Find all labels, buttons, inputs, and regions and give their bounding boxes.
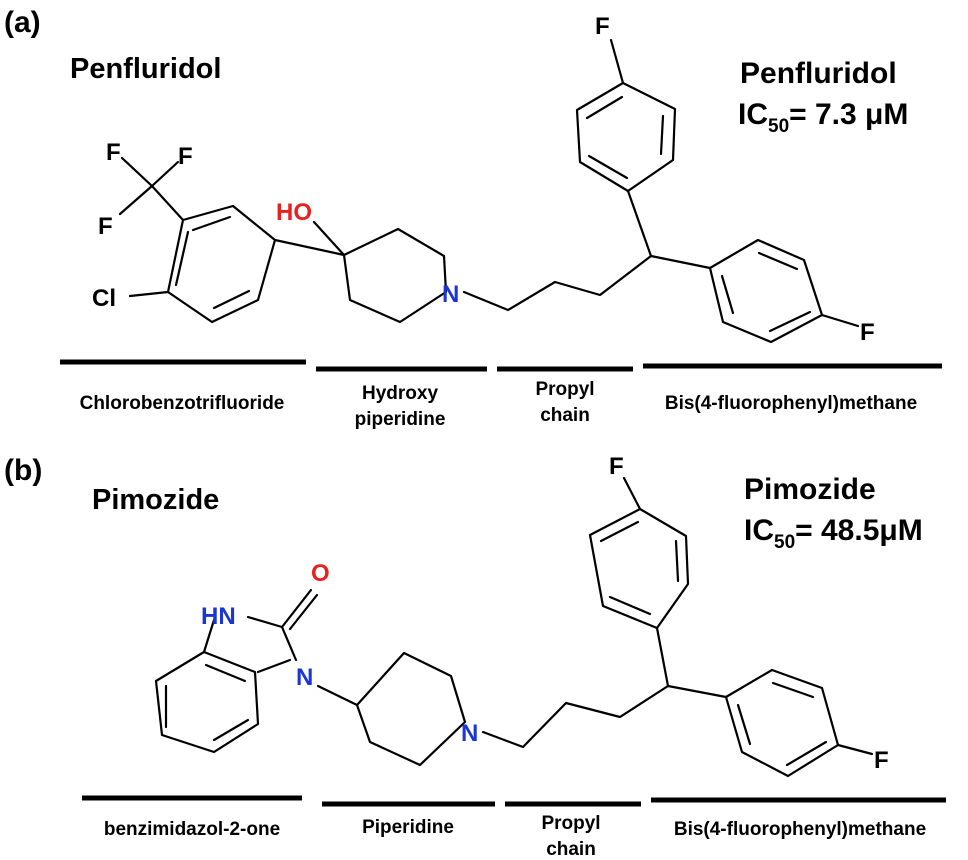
imidazolone-nh: HN bbox=[201, 603, 236, 630]
panel-b-compound-name: Pimozide bbox=[92, 484, 219, 516]
fragment-label: chain bbox=[546, 839, 596, 860]
fragment-label: Bis(4-fluorophenyl)methane bbox=[674, 819, 926, 840]
panel-b: (b) Pimozide Pimozide IC50= 48.5μM bbox=[4, 453, 946, 860]
panel-b-title-name: Pimozide bbox=[744, 473, 876, 506]
fluorophenyl-top-ring bbox=[575, 81, 677, 193]
panel-b-letter: (b) bbox=[4, 454, 42, 487]
fragment-label: Hydroxy bbox=[362, 383, 438, 404]
panel-a: (a) Penfluridol Penfluridol IC50= 7.3 μM bbox=[4, 6, 942, 430]
hydroxy-piperidine-ring bbox=[342, 227, 448, 324]
benzo-ring bbox=[154, 650, 260, 754]
piperidine-nitrogen: N bbox=[442, 281, 459, 308]
chlorine-atom: Cl bbox=[92, 285, 116, 312]
fluorine-atom-3: F bbox=[98, 213, 113, 240]
pimozide-atom-labels: O HN N N F F bbox=[201, 453, 889, 774]
fluorine-atom-2: F bbox=[178, 143, 193, 170]
propyl-chain bbox=[481, 684, 670, 749]
panel-a-fragment-labels: Chlorobenzotrifluoride Hydroxy piperidin… bbox=[80, 379, 918, 430]
imidazolone-nitrogen: N bbox=[296, 664, 313, 691]
panel-a-title-name: Penfluridol bbox=[740, 57, 897, 90]
fragment-label: Propyl bbox=[535, 379, 594, 400]
fragment-label: chain bbox=[540, 405, 590, 426]
pimozide-structure bbox=[154, 476, 874, 778]
piperidine-ring bbox=[355, 651, 467, 767]
panel-a-compound-name: Penfluridol bbox=[70, 53, 221, 85]
fragment-label: Propyl bbox=[541, 813, 600, 834]
fluorine-atom-top: F bbox=[609, 453, 624, 480]
fragment-label: Chlorobenzotrifluoride bbox=[80, 393, 285, 414]
fluorine-atom-right: F bbox=[860, 319, 875, 346]
hydroxyl-group: HO bbox=[276, 199, 312, 226]
piperidine-nitrogen: N bbox=[461, 720, 478, 747]
panel-a-letter: (a) bbox=[4, 6, 41, 39]
fluorine-atom-right: F bbox=[874, 747, 889, 774]
fragment-label: Piperidine bbox=[362, 817, 454, 838]
fragment-label: piperidine bbox=[355, 409, 446, 430]
panel-a-ic50: IC50= 7.3 μM bbox=[738, 98, 908, 137]
penfluridol-atom-labels: F F F F F Cl HO N bbox=[92, 13, 875, 346]
carbonyl-oxygen: O bbox=[311, 560, 330, 587]
fragment-label: Bis(4-fluorophenyl)methane bbox=[665, 393, 917, 414]
propyl-chain bbox=[462, 254, 653, 312]
panel-b-fragment-labels: benzimidazol-2-one Piperidine Propyl cha… bbox=[104, 813, 926, 860]
fluorine-atom-top: F bbox=[595, 13, 610, 40]
panel-b-ic50: IC50= 48.5μM bbox=[744, 514, 923, 553]
fluorine-atom-1: F bbox=[106, 139, 121, 166]
penfluridol-structure bbox=[118, 38, 860, 344]
fragment-label: benzimidazol-2-one bbox=[104, 819, 280, 840]
